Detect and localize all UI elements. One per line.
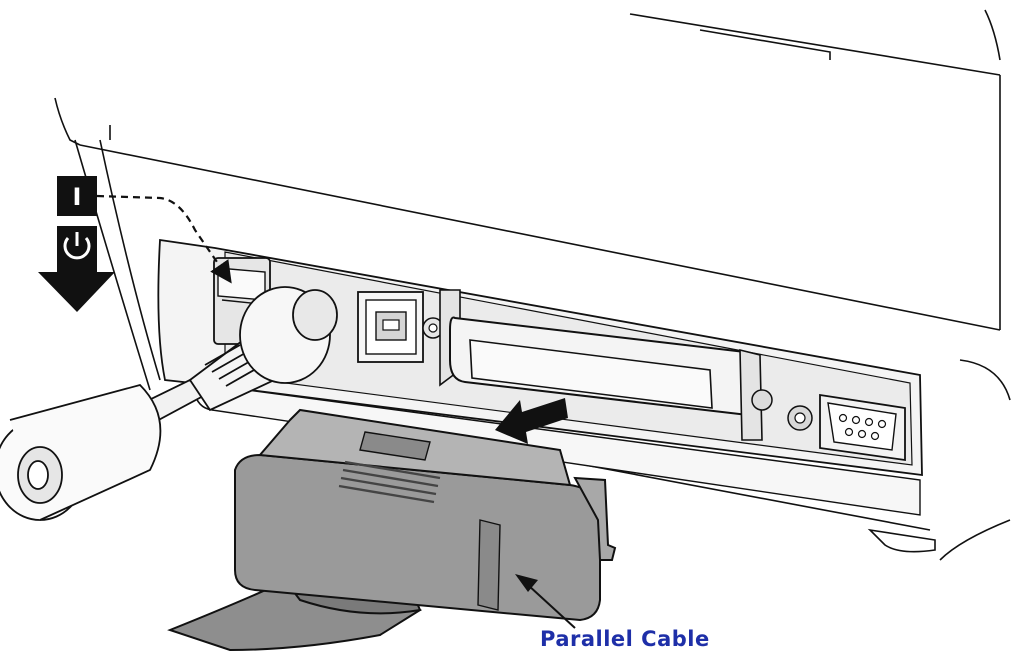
switch-leader-line bbox=[96, 194, 232, 284]
power-icons: I bbox=[38, 176, 115, 312]
power-standby-icon bbox=[57, 226, 97, 266]
insert-arrow-icon bbox=[495, 398, 568, 444]
down-arrow-icon bbox=[38, 266, 115, 312]
power-cord bbox=[0, 286, 338, 521]
parallel-cable-label: Parallel Cable bbox=[540, 627, 710, 651]
usb-port bbox=[357, 291, 444, 363]
caption-pointer bbox=[515, 574, 576, 629]
power-on-icon bbox=[57, 176, 97, 216]
power-on-symbol: I bbox=[73, 183, 82, 211]
serial-port bbox=[787, 393, 906, 462]
parallel-cable-connector bbox=[167, 408, 617, 652]
parallel-port bbox=[439, 289, 773, 441]
